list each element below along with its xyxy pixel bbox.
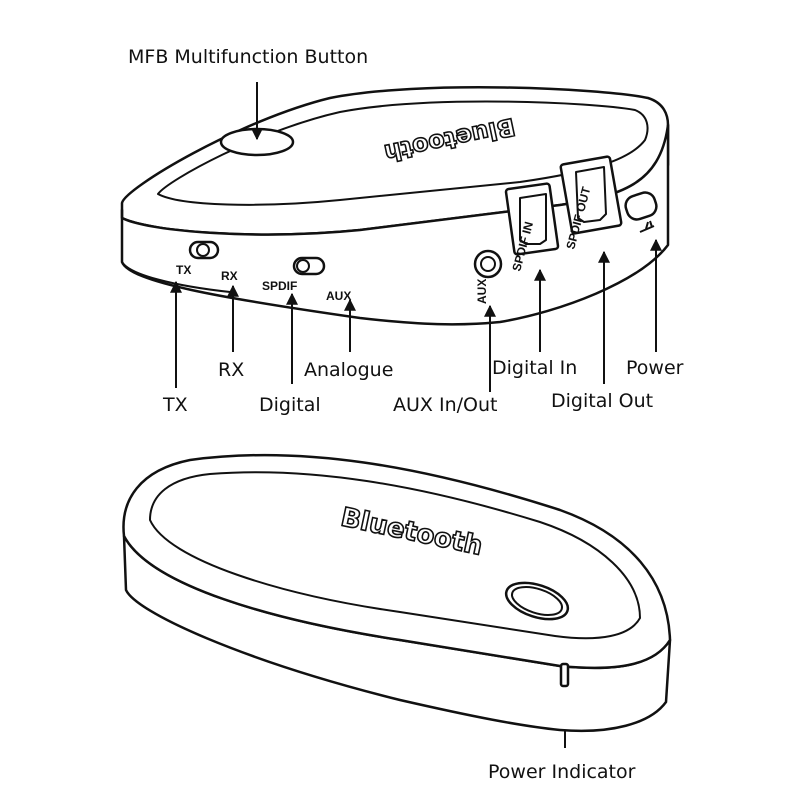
device-label-aux-switch: AUX [326, 289, 351, 303]
label-tx: TX [162, 394, 188, 416]
power-usb-port[interactable] [623, 190, 659, 222]
mfb-button-front-ring [510, 586, 564, 616]
device-top-panel [157, 100, 649, 206]
tx-rx-knob [196, 243, 210, 257]
device-label-tx: TX [176, 263, 191, 277]
callout-labels: MFB Multifunction Button TX RX Digital A… [128, 46, 684, 783]
spdif-out-socket [575, 166, 607, 223]
label-aux-in-out: AUX In/Out [393, 394, 497, 416]
label-power: Power [626, 357, 684, 379]
device-bottom-top-panel [149, 471, 641, 640]
device-front-view: Bluetooth [122, 453, 672, 733]
aux-jack-inner [480, 256, 496, 272]
device-label-spdif: SPDIF [262, 279, 297, 293]
callout-lines [170, 82, 662, 748]
label-power-indicator: Power Indicator [488, 761, 636, 783]
usb-icon [639, 220, 655, 233]
device-label-aux-port: AUX [475, 279, 489, 304]
tx-rx-switch[interactable] [188, 240, 220, 260]
label-analogue: Analogue [304, 359, 393, 381]
device-rear-view: Bluetooth TX RX SPDIF AUX AUX SPDIF IN S… [120, 86, 670, 326]
front-bottom-edge [121, 261, 231, 293]
spdif-aux-knob [296, 259, 310, 273]
label-mfb: MFB Multifunction Button [128, 46, 368, 68]
label-digital-out: Digital Out [551, 390, 653, 412]
device-front-side [120, 123, 670, 326]
aux-jack[interactable] [473, 249, 503, 279]
label-digital: Digital [259, 394, 321, 416]
spdif-in-socket [519, 193, 547, 245]
mfb-button-front[interactable] [502, 576, 573, 626]
power-indicator-led [559, 662, 570, 688]
device-label-rx: RX [221, 269, 238, 283]
label-digital-in: Digital In [492, 357, 577, 379]
label-rx: RX [218, 359, 244, 381]
